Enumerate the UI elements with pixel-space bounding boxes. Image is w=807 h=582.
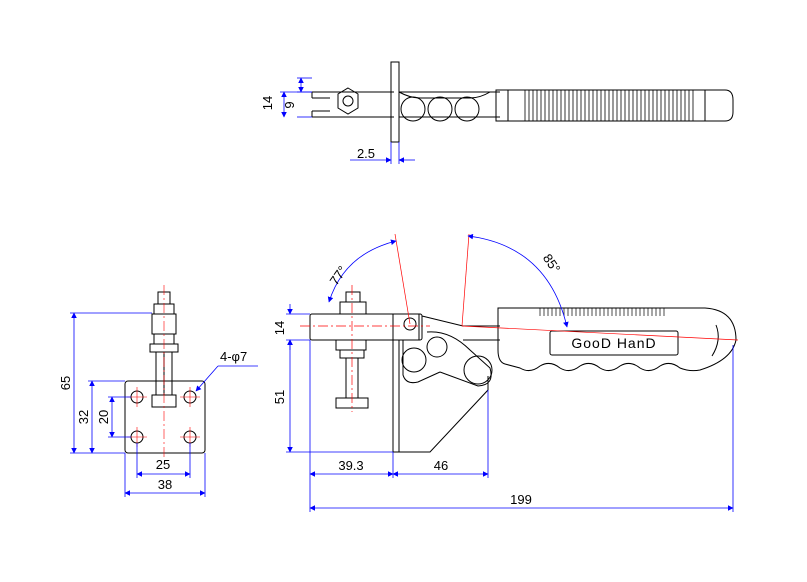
angle-77: 77° — [327, 263, 351, 288]
angle-85: 85° — [540, 251, 564, 276]
base-plate-top — [390, 61, 400, 143]
top-view — [311, 61, 734, 143]
top-dim-2-5: 2.5 — [357, 146, 375, 161]
hole-callout: 4-φ7 — [220, 349, 247, 364]
side-view — [309, 291, 737, 453]
end-dim-25: 25 — [156, 457, 170, 472]
side-base-plate — [392, 340, 489, 453]
top-dim-14: 14 — [260, 96, 275, 110]
side-dim-199: 199 — [510, 492, 532, 507]
end-dim-38: 38 — [158, 477, 172, 492]
end-view-dimensions — [70, 312, 258, 497]
nut-hexagon — [337, 87, 359, 115]
grip-ridges — [539, 308, 665, 316]
side-dim-39-3: 39.3 — [338, 458, 363, 473]
end-dim-20: 20 — [96, 410, 111, 424]
brand-plate — [549, 330, 679, 356]
nut-bore — [342, 95, 354, 107]
side-dim-51: 51 — [272, 390, 287, 404]
side-dim-46: 46 — [434, 458, 448, 473]
side-view-centerlines — [300, 233, 739, 412]
top-view-dimensions — [280, 77, 415, 164]
end-dim-65: 65 — [58, 376, 73, 390]
side-view-dimensions — [286, 233, 734, 512]
handle-side — [497, 307, 737, 372]
grip-hatch — [524, 90, 694, 121]
handle-top — [495, 89, 734, 122]
end-base-plate — [124, 380, 206, 454]
brand-label: GooD HanD — [571, 335, 656, 351]
side-dim-14: 14 — [272, 321, 287, 335]
top-dim-9: 9 — [282, 101, 297, 108]
end-dim-32: 32 — [76, 410, 91, 424]
